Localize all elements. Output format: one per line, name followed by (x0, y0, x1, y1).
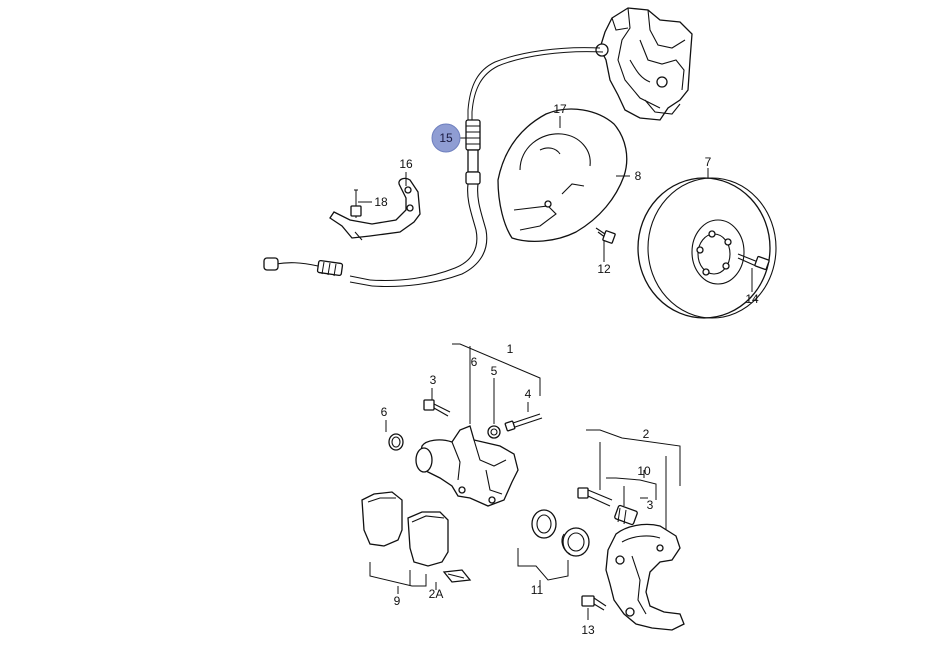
brake-disc (637, 177, 777, 319)
callout-15-label: 15 (439, 131, 453, 145)
callout-10-label[interactable]: 10 (637, 464, 651, 478)
callout-6-upper-label[interactable]: 6 (471, 355, 478, 369)
callout-2a-label[interactable]: 2A (429, 587, 444, 601)
callout-11-label[interactable]: 11 (531, 583, 544, 597)
callout-4-label[interactable]: 4 (525, 387, 532, 401)
bleed-screw (504, 402, 543, 432)
callout-15-highlighted[interactable]: 15 (431, 123, 461, 153)
callout-14-label[interactable]: 14 (745, 292, 759, 306)
bushing (487, 425, 501, 439)
brake-hose-upper (467, 47, 604, 120)
guide-bolt-lower (577, 487, 638, 526)
brake-pads (361, 491, 449, 594)
callout-15-marker (431, 123, 461, 153)
callout-8-label[interactable]: 8 (635, 169, 642, 183)
callout-17-label[interactable]: 17 (553, 102, 567, 116)
brake-caliper-lower (415, 425, 519, 507)
callout-12-label[interactable]: 12 (597, 262, 611, 276)
callout-18-label[interactable]: 18 (374, 195, 388, 209)
callout-1-label[interactable]: 1 (507, 342, 514, 356)
dust-cap (385, 420, 404, 451)
callout-7-label[interactable]: 7 (705, 155, 712, 169)
shield-bolt (595, 227, 616, 244)
wear-sensor-cable (263, 119, 488, 288)
disc-bolt (737, 253, 770, 271)
brake-caliper-upper (595, 7, 693, 121)
seal-kit (517, 509, 590, 586)
callout-3-lower-label[interactable]: 3 (647, 498, 654, 512)
callout-9-label[interactable]: 9 (394, 594, 401, 608)
callout-16-label[interactable]: 16 (399, 157, 413, 171)
leader-lines (358, 116, 753, 620)
callout-3-upper-label[interactable]: 3 (430, 373, 437, 387)
guide-bolt-upper (423, 388, 451, 417)
group-bracket-1 (452, 343, 541, 424)
group-bracket-2 (586, 429, 681, 540)
splash-shield (497, 108, 628, 242)
carrier-bolt (581, 595, 607, 611)
callout-13-label[interactable]: 13 (581, 623, 595, 637)
callout-5-label[interactable]: 5 (491, 364, 498, 378)
caliper-carrier (605, 523, 685, 631)
callout-2-label[interactable]: 2 (643, 427, 650, 441)
callout-6-lower-label[interactable]: 6 (381, 405, 388, 419)
bracket-bolt (350, 189, 362, 218)
mounting-bracket (329, 177, 421, 241)
wear-label (435, 569, 472, 590)
